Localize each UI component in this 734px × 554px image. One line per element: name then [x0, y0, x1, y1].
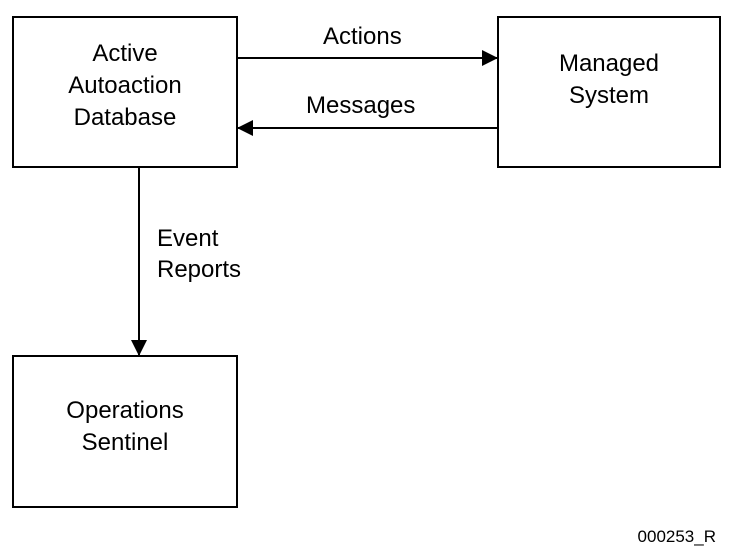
operations-sentinel-line-2: Sentinel [81, 428, 169, 456]
event-reports-label: Event Reports [157, 223, 241, 285]
figure-id: 000253_R [637, 527, 716, 546]
autoaction-database-line-3: Database [73, 104, 177, 131]
autoaction-database-line-2: Autoaction [68, 72, 182, 99]
operations-sentinel-box: Operations Sentinel [12, 355, 238, 508]
actions-label: Actions [323, 23, 402, 50]
messages-label: Messages [306, 92, 416, 119]
event-reports-line-1: Event [157, 225, 219, 252]
managed-system-box: Managed System [497, 16, 721, 168]
operations-sentinel-line-1: Operations [66, 396, 184, 424]
managed-system-line-1: Managed [558, 50, 660, 77]
event-reports-line-2: Reports [157, 256, 242, 283]
autoaction-database-box: Active Autoaction Database [12, 16, 238, 168]
managed-system-line-2: System [568, 82, 649, 109]
autoaction-database-line-1: Active [92, 40, 158, 67]
